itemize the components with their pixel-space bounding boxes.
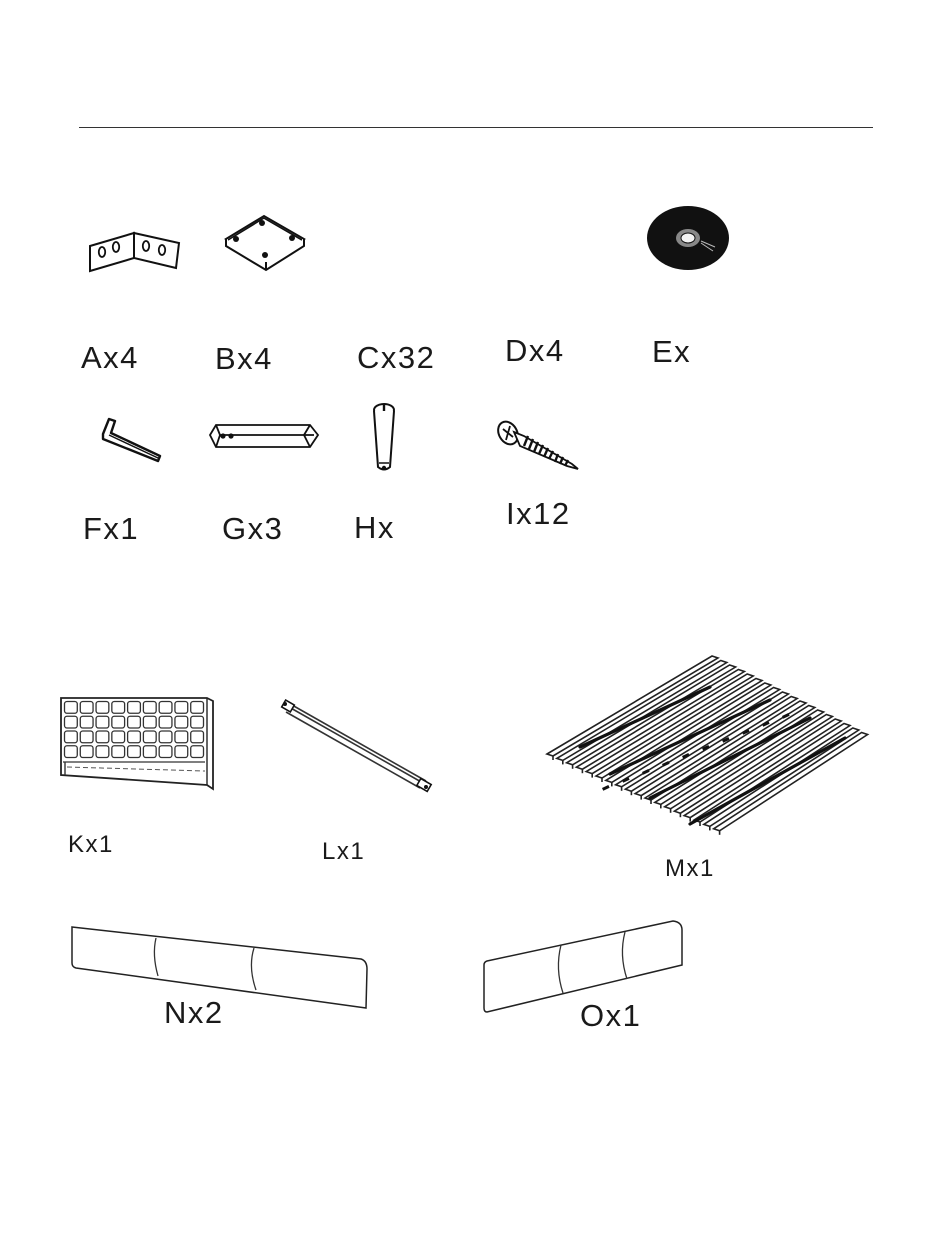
tapered-leg-icon: [368, 401, 400, 475]
felt-pad-icon: [645, 205, 731, 271]
header-divider: [79, 127, 873, 128]
support-bar-icon: [206, 420, 324, 452]
part-label-i: Ix12: [506, 498, 571, 529]
part-label-d: Dx4: [505, 335, 565, 366]
part-label-f: Fx1: [83, 513, 139, 544]
corner-bracket-icon: [222, 212, 308, 274]
center-rail-icon: [280, 699, 436, 795]
part-label-m: Mx1: [665, 857, 715, 881]
l-bracket-icon: [84, 228, 184, 274]
tufted-headboard-icon: [57, 695, 216, 790]
part-label-g: Gx3: [222, 513, 283, 544]
part-label-o: Ox1: [580, 1000, 641, 1031]
part-label-l: Lx1: [322, 840, 365, 864]
part-label-n: Nx2: [164, 997, 224, 1028]
part-label-e: Ex: [652, 336, 691, 367]
allen-key-icon: [92, 415, 166, 463]
slat-roll-icon: [540, 652, 864, 848]
part-label-h: Hx: [354, 512, 395, 543]
wood-screw-icon: [494, 416, 580, 472]
part-label-c: Cx32: [357, 342, 435, 373]
part-label-k: Kx1: [68, 833, 114, 857]
part-label-b: Bx4: [215, 343, 273, 374]
part-label-a: Ax4: [81, 342, 139, 373]
